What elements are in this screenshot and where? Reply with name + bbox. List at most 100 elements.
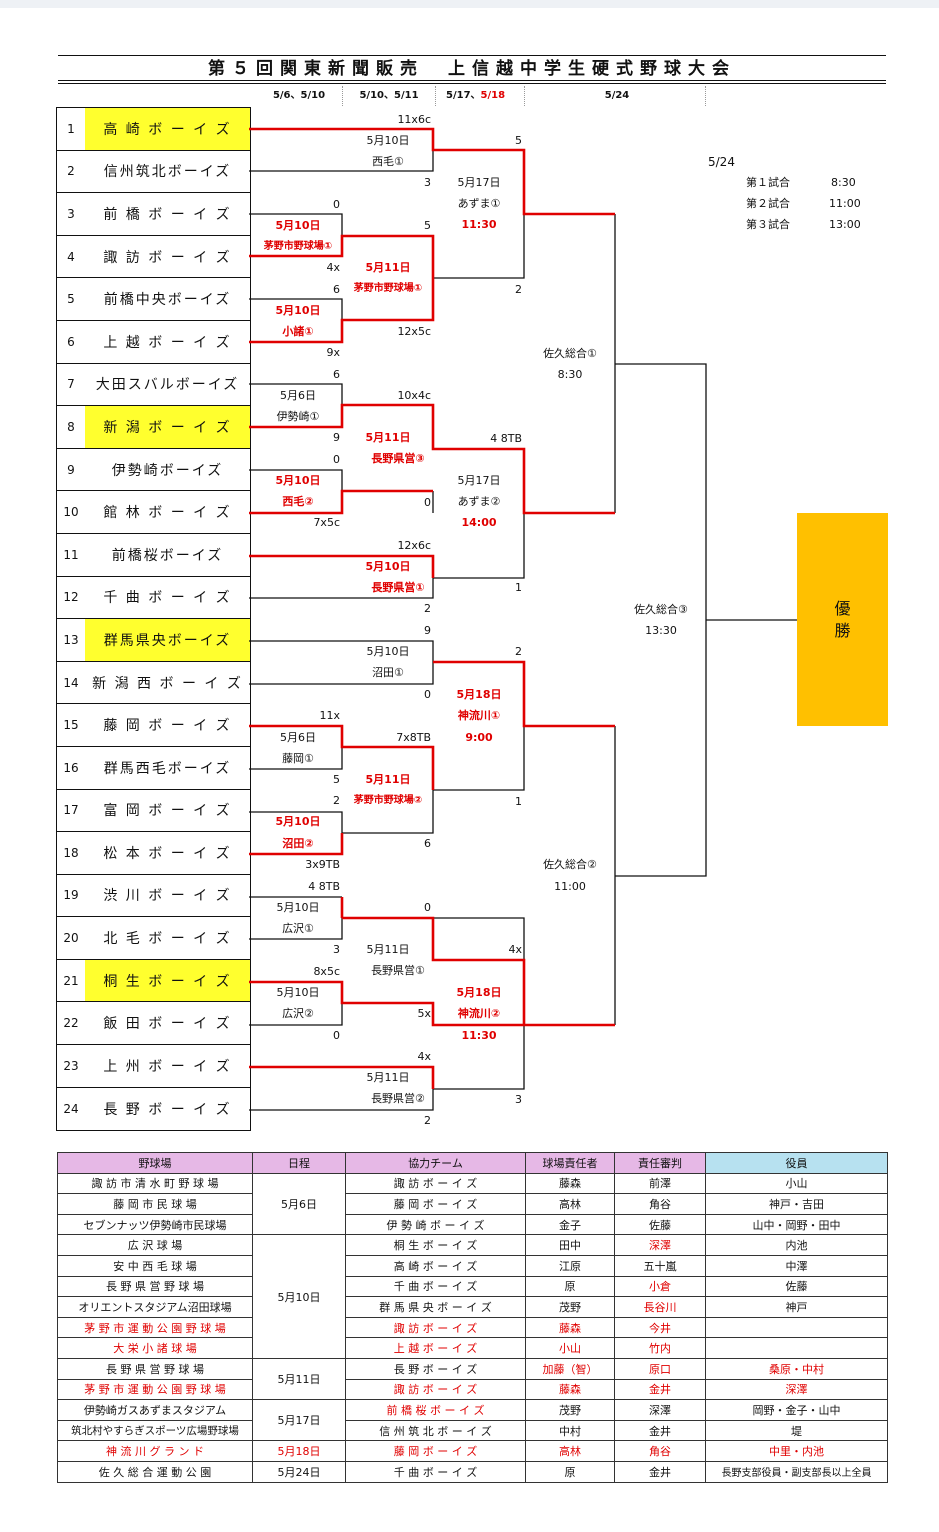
match-venue: 小諸①	[282, 325, 314, 338]
team-name: 群馬県央ボーイズ	[85, 619, 250, 661]
column-header: 日程	[252, 1152, 346, 1174]
umpire-cell: 金井	[614, 1378, 706, 1401]
venue-cell: 諏 訪 市 清 水 町 野 球 場	[57, 1172, 253, 1195]
team-name: 長 野 ボ ー イ ズ	[103, 1101, 232, 1118]
match-venue: 佐久総合③	[634, 603, 688, 616]
date-cell: 5月10日	[252, 1234, 346, 1359]
team-cell: 伊 勢 崎 ボ ー イ ズ	[345, 1213, 526, 1236]
umpire-cell: 深澤	[614, 1234, 706, 1256]
match-date: 5月10日	[365, 560, 411, 573]
page-title: 第５回関東新聞販売 上信越中学生硬式野球大会	[208, 59, 736, 79]
team-name: 渋 川 ボ ー イ ズ	[103, 888, 232, 905]
venue-table: 野球場 日程 協力チーム 球場責任者 責任審判 役員 諏 訪 市 清 水 町 野…	[57, 1152, 888, 1483]
match-time: 11:30	[461, 218, 497, 231]
team-name: 前橋中央ボーイズ	[103, 292, 232, 309]
officer-cell: 佐藤	[705, 1275, 888, 1298]
schedule-game: 第３試合	[746, 218, 790, 231]
team-cell: 藤 岡 ボ ー イ ズ	[345, 1193, 526, 1215]
match-venue: 長野県営②	[371, 1092, 425, 1105]
table-row: 筑北村やすらぎスポーツ広場野球場 信 州 筑 北 ボ ー イ ズ 中村 金井 堤	[57, 1419, 888, 1442]
round3-header: 5/17、5/18	[446, 90, 506, 101]
manager-cell: 江原	[525, 1254, 615, 1277]
score-label: 3	[333, 943, 340, 956]
bracket-line	[433, 214, 525, 279]
schedule-time: 11:00	[829, 197, 861, 210]
winner-line	[249, 724, 435, 790]
schedule-game: 第１試合	[746, 176, 790, 189]
match-venue: 神流川②	[457, 1007, 501, 1020]
venue-cell: 筑北村やすらぎスポーツ広場野球場	[57, 1419, 253, 1442]
officer-cell: 山中・岡野・田中	[705, 1213, 888, 1236]
team-number: 22	[63, 1016, 79, 1031]
umpire-cell: 佐藤	[614, 1213, 706, 1236]
manager-cell: 高林	[525, 1193, 615, 1215]
team-name: 前 橋 ボ ー イ ズ	[103, 206, 232, 223]
manager-cell: 中村	[525, 1419, 615, 1442]
officer-cell: 神戸	[705, 1296, 888, 1318]
score-label: 3	[424, 176, 431, 189]
score-label: 10x4c	[397, 389, 431, 402]
team-cell: 高 崎 ボ ー イ ズ	[345, 1254, 526, 1277]
umpire-cell: 角谷	[614, 1440, 706, 1462]
manager-cell: 藤森	[525, 1378, 615, 1401]
table-row: オリエントスタジアム沼田球場 群 馬 県 央 ボ ー イ ズ 茂野 長谷川 神戸	[57, 1296, 888, 1318]
umpire-cell: 原口	[614, 1357, 706, 1380]
match-venue: 茅野市野球場①	[353, 283, 423, 294]
venue-cell: オリエントスタジアム沼田球場	[57, 1296, 253, 1318]
bracket-line	[249, 640, 434, 662]
winner-line	[249, 234, 435, 278]
match-date: 5月17日	[457, 474, 501, 487]
match-venue: 長野県営①	[371, 964, 425, 977]
team-name: 桐 生 ボ ー イ ズ	[85, 959, 250, 1002]
match-date: 5月11日	[366, 1071, 410, 1084]
team-cell: 諏 訪 ボ ー イ ズ	[345, 1378, 526, 1401]
score-label: 7x8TB	[396, 731, 431, 744]
match-date: 5月10日	[275, 815, 321, 828]
bracket-line	[249, 1003, 343, 1026]
venue-cell: 藤 岡 市 民 球 場	[57, 1193, 253, 1215]
bracket-line	[249, 469, 343, 491]
table-row: 藤 岡 市 民 球 場 藤 岡 ボ ー イ ズ 高林 角谷 神戸・吉田	[57, 1193, 888, 1215]
match-date: 5月10日	[276, 901, 320, 914]
venue-cell: 安 中 西 毛 球 場	[57, 1254, 253, 1277]
match-time: 11:30	[461, 1029, 497, 1042]
team-name: 松 本 ボ ー イ ズ	[103, 845, 232, 862]
bracket-line	[249, 811, 343, 833]
score-label: 9	[424, 624, 431, 637]
table-row: セブンナッツ伊勢崎市民球場 伊 勢 崎 ボ ー イ ズ 金子 佐藤 山中・岡野・…	[57, 1213, 888, 1236]
score-label: 2	[333, 794, 340, 807]
column-header: 協力チーム	[345, 1152, 526, 1174]
bracket-line	[249, 578, 434, 599]
umpire-cell: 角谷	[614, 1193, 706, 1215]
match-venue: 茅野市野球場①	[263, 241, 333, 252]
officer-cell: 小山	[705, 1172, 888, 1195]
team-number: 2	[67, 164, 75, 179]
umpire-cell: 五十嵐	[614, 1254, 706, 1277]
bracket-line	[342, 790, 434, 834]
manager-cell: 原	[525, 1275, 615, 1298]
score-label: 6	[333, 368, 340, 381]
score-label: 6	[424, 837, 431, 850]
column-header: 野球場	[57, 1152, 253, 1174]
champion-label: 優 勝	[834, 598, 851, 640]
team-number: 20	[63, 931, 79, 946]
team-number: 4	[67, 249, 75, 264]
team-cell: 千 曲 ボ ー イ ズ	[345, 1460, 526, 1483]
table-row: 広 沢 球 場 5月10日 桐 生 ボ ー イ ズ 田中 深澤 内池	[57, 1234, 888, 1359]
match-time: 8:30	[557, 368, 583, 381]
header-divider	[705, 86, 706, 106]
team-name: 北 毛 ボ ー イ ズ	[103, 931, 232, 948]
score-label: 0	[333, 1029, 340, 1042]
winner-line	[249, 278, 435, 344]
score-label: 4x	[417, 1050, 431, 1063]
header-divider	[524, 86, 525, 106]
manager-cell: 原	[525, 1460, 615, 1483]
score-label: 5	[333, 773, 340, 786]
score-label: 0	[333, 453, 340, 466]
